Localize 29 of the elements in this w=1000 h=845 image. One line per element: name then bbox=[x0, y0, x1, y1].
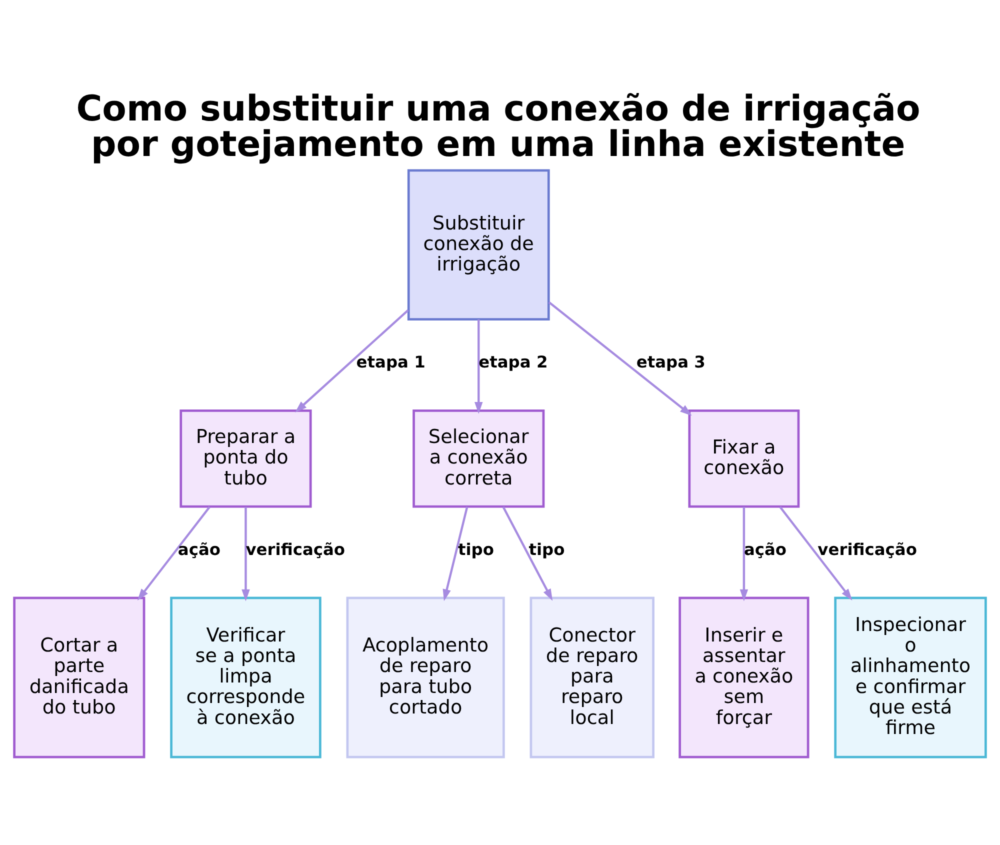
edge-label: etapa 3 bbox=[636, 352, 706, 372]
arrow bbox=[242, 506, 250, 602]
node-box: Substituir conexão de irrigação bbox=[407, 169, 550, 320]
arrow bbox=[502, 506, 553, 601]
arrow bbox=[295, 309, 409, 413]
node-box: Conector de reparo para reparo local bbox=[530, 596, 654, 758]
edge-label: tipo bbox=[528, 540, 565, 559]
arrow bbox=[137, 506, 210, 600]
diagram-title: Como substituir uma conexão de irrigação por gotejamento em uma linha existente bbox=[76, 88, 920, 165]
edge-label: verificação bbox=[818, 540, 917, 559]
edge-label: etapa 2 bbox=[478, 352, 548, 372]
arrow bbox=[548, 301, 692, 416]
node-box: Selecionar a conexão correta bbox=[412, 410, 545, 508]
node-box: Inspecionar o alinhamento e confirmar que está firme bbox=[834, 596, 987, 758]
node-box: Acoplamento de reparo para tubo cortado bbox=[346, 596, 505, 758]
edge-label: ação bbox=[178, 540, 221, 559]
node-box: Preparar a ponta do tubo bbox=[180, 410, 312, 508]
node-box: Verificar se a ponta limpa corresponde à conexão bbox=[170, 596, 322, 758]
node-box: Fixar a conexão bbox=[688, 410, 800, 508]
edge-label: ação bbox=[744, 540, 787, 559]
arrow bbox=[474, 319, 483, 414]
edge-label: tipo bbox=[458, 540, 494, 559]
arrow bbox=[740, 506, 748, 602]
node-box: Cortar a parte danificada do tubo bbox=[13, 596, 146, 758]
node-box: Inserir e assentar a conexão sem forçar bbox=[678, 596, 810, 758]
edge-label: verificação bbox=[246, 540, 346, 559]
edge-label: etapa 1 bbox=[356, 352, 426, 372]
arrow bbox=[442, 506, 468, 602]
arrow bbox=[779, 506, 852, 600]
